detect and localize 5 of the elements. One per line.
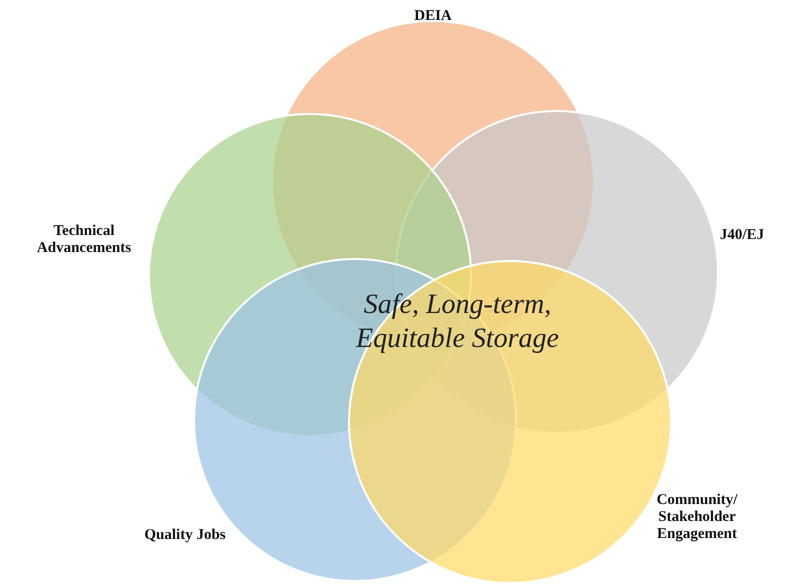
circle-label: Community/ Stakeholder Engagement xyxy=(656,492,738,543)
circle-label: Technical Advancements xyxy=(36,223,132,257)
circle-label: Quality Jobs xyxy=(143,527,227,544)
circle-label: DEIA xyxy=(413,8,453,25)
circle-label: J40/EJ xyxy=(718,227,766,244)
